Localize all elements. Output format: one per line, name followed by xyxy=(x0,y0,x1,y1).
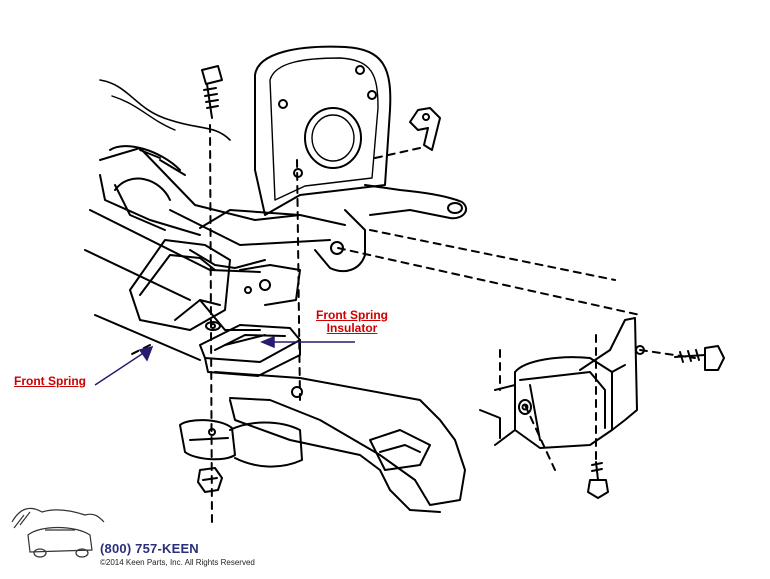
front-spring-insulator xyxy=(199,321,301,377)
phone-number: (800) 757-KEEN xyxy=(100,541,199,556)
clip xyxy=(409,107,441,151)
mounting-plate xyxy=(254,45,392,216)
lower-right-bolt xyxy=(587,461,609,499)
bracket-arm xyxy=(314,184,468,273)
copyright-notice: ©2014 Keen Parts, Inc. All Rights Reserv… xyxy=(100,558,255,567)
upper-bolt xyxy=(201,65,223,119)
leaf-spring xyxy=(214,371,466,513)
front-spring-insulator-label[interactable]: Front Spring Insulator xyxy=(316,309,388,335)
rear-retainer xyxy=(479,317,645,449)
crossmember xyxy=(84,145,346,361)
spring-bracket xyxy=(129,239,301,331)
lower-cushion xyxy=(179,419,303,493)
rear-bolt xyxy=(674,345,725,371)
leader-arrows xyxy=(94,335,355,386)
front-spring-insulator-label-line1: Front Spring xyxy=(316,308,388,322)
cable xyxy=(99,79,231,141)
front-spring-insulator-label-line2: Insulator xyxy=(326,321,378,335)
keen-parts-logo xyxy=(11,507,105,558)
front-spring-label[interactable]: Front Spring xyxy=(14,374,86,388)
